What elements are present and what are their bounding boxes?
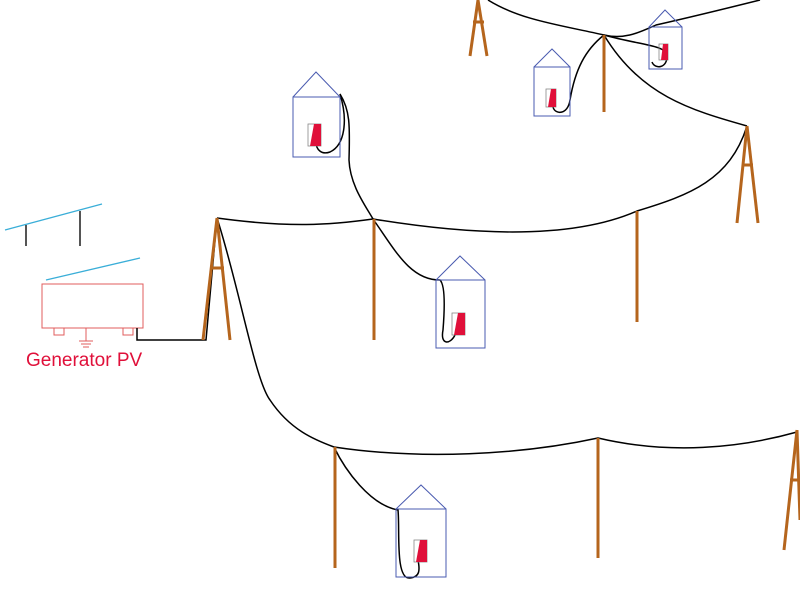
main-line-lower <box>216 217 798 456</box>
meter-house-2-body <box>454 313 465 335</box>
tower-3-leg <box>476 0 489 57</box>
generator-foot-right <box>122 327 134 336</box>
a-frame-tower-icon <box>468 0 489 57</box>
house-3-roof <box>533 48 571 68</box>
meter-house-4 <box>658 43 669 61</box>
drop-house-5 <box>333 446 420 579</box>
a-frame-tower-icon <box>735 125 760 224</box>
house-4 <box>648 9 683 70</box>
house-1-wall <box>292 96 341 158</box>
electric-meter-icon <box>307 43 669 563</box>
house-2 <box>435 255 486 349</box>
tower-2-leg <box>745 125 760 224</box>
drop-house-2 <box>372 218 456 343</box>
meter-house-5 <box>413 539 428 563</box>
generator-icon <box>41 257 144 348</box>
generator-box <box>41 283 144 329</box>
tower-1-leg <box>201 217 219 341</box>
drop-house-3 <box>552 34 605 114</box>
drop-house-4 <box>603 34 668 68</box>
house-4-wall <box>648 26 683 70</box>
line-top-right <box>603 0 761 38</box>
house-1 <box>292 71 341 158</box>
generator-foot-left <box>53 327 65 336</box>
generator-panel-top <box>45 257 141 281</box>
meter-house-2 <box>451 312 466 336</box>
a-frame-tower-icon <box>201 217 232 341</box>
house-5 <box>395 484 447 578</box>
house-1-roof <box>292 71 341 98</box>
meter-house-4-body <box>661 44 668 60</box>
meter-house-1-body <box>310 124 321 146</box>
utility-pole-icon <box>201 0 800 568</box>
a-frame-tower-icon <box>782 429 800 551</box>
tower-1-leg <box>215 217 232 341</box>
line-top-left <box>487 0 605 36</box>
main-line-upper <box>216 125 748 233</box>
house-3-wall <box>533 66 571 117</box>
meter-house-5-body <box>416 540 427 562</box>
power-lines <box>136 0 798 579</box>
ground-icon <box>79 328 93 348</box>
drop-house-1 <box>339 93 374 220</box>
house-5-roof <box>395 484 447 510</box>
solar-panel-surface <box>4 203 103 231</box>
tower-3-leg <box>468 0 480 57</box>
generator-label: Generator PV <box>26 350 143 371</box>
house-2-roof <box>435 255 486 281</box>
branch-line-top <box>603 34 748 127</box>
meter-house-1 <box>307 123 322 147</box>
solar-panel-icon <box>4 203 103 246</box>
tower-2-leg <box>735 125 749 224</box>
meter-house-3 <box>545 88 557 108</box>
tower-4-leg <box>782 429 799 551</box>
house-2-wall <box>435 279 486 349</box>
house-icon <box>292 9 683 578</box>
house-3 <box>533 48 571 117</box>
house-4-roof <box>648 9 683 28</box>
meter-house-3-body <box>548 89 556 107</box>
drop-house-1-meter <box>315 93 346 154</box>
house-5-wall <box>395 508 447 578</box>
